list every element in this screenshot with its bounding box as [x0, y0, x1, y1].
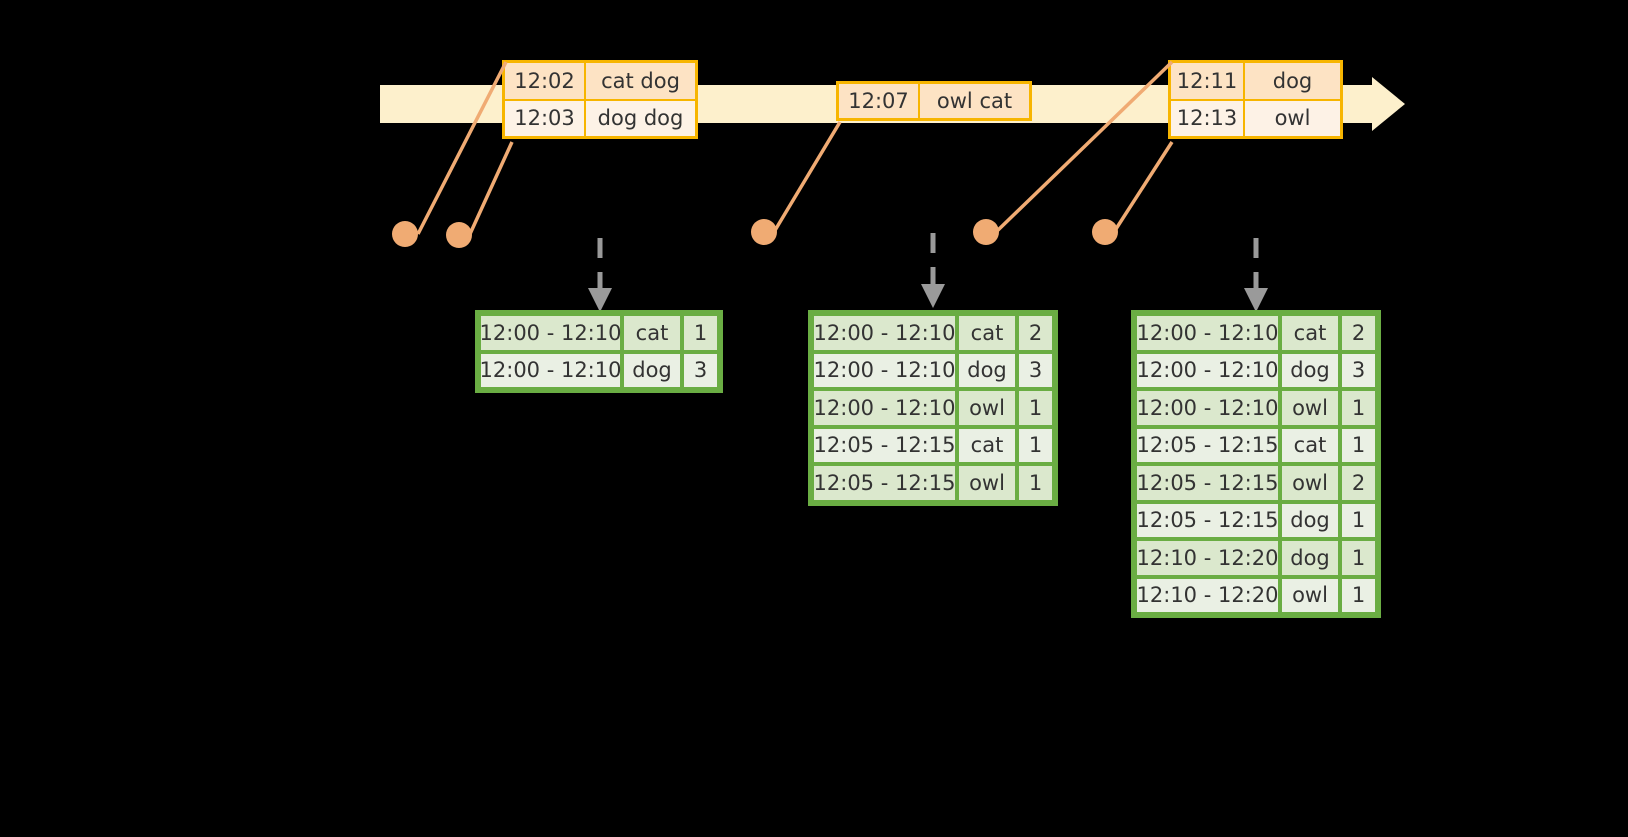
cell-window: 12:00 - 12:10 [479, 314, 622, 352]
event-box-group-2[interactable]: 12:07 owl cat [836, 81, 1032, 121]
event-row[interactable]: 12:07 owl cat [839, 84, 1029, 118]
cell-count: 1 [1340, 426, 1377, 464]
event-value: dog [1245, 63, 1340, 99]
connector-line-2 [468, 141, 514, 235]
cell-count: 1 [1017, 426, 1054, 464]
cell-window: 12:00 - 12:10 [1135, 314, 1280, 352]
event-value: owl [1245, 100, 1340, 136]
cell-count: 1 [1017, 464, 1054, 502]
cell-window: 12:00 - 12:10 [1135, 351, 1280, 389]
connector-line-3 [772, 121, 842, 233]
cell-key: owl [1280, 389, 1340, 427]
cell-window: 12:05 - 12:15 [1135, 464, 1280, 502]
event-box-group-3[interactable]: 12:11 dog 12:13 owl [1168, 60, 1343, 139]
cell-key: owl [957, 389, 1017, 427]
connector-dot-4[interactable] [973, 219, 999, 245]
connector-dot-2[interactable] [446, 222, 472, 248]
cell-count: 2 [1340, 314, 1377, 352]
cell-key: owl [1280, 576, 1340, 614]
cell-window: 12:00 - 12:10 [812, 389, 957, 427]
cell-key: cat [1280, 314, 1340, 352]
event-row[interactable]: 12:11 dog [1171, 63, 1340, 99]
event-row[interactable]: 12:02 cat dog [505, 63, 695, 99]
cell-key: dog [1280, 501, 1340, 539]
cell-count: 1 [1340, 539, 1377, 577]
cell-key: owl [1280, 464, 1340, 502]
cell-key: dog [957, 351, 1017, 389]
timeline-arrow-head [1372, 77, 1405, 131]
cell-window: 12:00 - 12:10 [1135, 389, 1280, 427]
cell-count: 1 [1017, 389, 1054, 427]
flow-arrow-head-1 [588, 288, 612, 312]
cell-count: 1 [1340, 501, 1377, 539]
cell-count: 1 [682, 314, 719, 352]
event-time: 12:02 [505, 63, 586, 99]
connector-dot-5[interactable] [1092, 219, 1118, 245]
cell-window: 12:05 - 12:15 [812, 464, 957, 502]
event-box-group-1[interactable]: 12:02 cat dog 12:03 dog dog [502, 60, 698, 139]
flow-arrow-head-2 [921, 284, 945, 308]
event-value: owl cat [920, 84, 1029, 118]
connector-dot-1[interactable] [392, 221, 418, 247]
cell-count: 2 [1017, 314, 1054, 352]
cell-window: 12:00 - 12:10 [812, 351, 957, 389]
event-value: dog dog [586, 100, 695, 136]
event-time: 12:07 [839, 84, 920, 118]
event-time: 12:13 [1171, 100, 1245, 136]
flow-arrow-head-3 [1244, 288, 1268, 312]
connector-dot-3[interactable] [751, 219, 777, 245]
cell-window: 12:00 - 12:10 [479, 351, 622, 389]
cell-key: dog [1280, 351, 1340, 389]
cell-count: 3 [682, 351, 719, 389]
connector-line-5 [1112, 141, 1174, 233]
event-time: 12:03 [505, 100, 586, 136]
cell-key: owl [957, 464, 1017, 502]
cell-window: 12:10 - 12:20 [1135, 576, 1280, 614]
cell-count: 2 [1340, 464, 1377, 502]
event-row[interactable]: 12:13 owl [1171, 98, 1340, 136]
cell-key: cat [957, 314, 1017, 352]
event-value: cat dog [586, 63, 695, 99]
event-time: 12:11 [1171, 63, 1245, 99]
cell-window: 12:05 - 12:15 [1135, 426, 1280, 464]
cell-window: 12:00 - 12:10 [812, 314, 957, 352]
event-row[interactable]: 12:03 dog dog [505, 98, 695, 136]
cell-key: dog [1280, 539, 1340, 577]
cell-window: 12:10 - 12:20 [1135, 539, 1280, 577]
cell-key: dog [622, 351, 682, 389]
cell-key: cat [957, 426, 1017, 464]
cell-window: 12:05 - 12:15 [812, 426, 957, 464]
cell-key: cat [622, 314, 682, 352]
cell-count: 3 [1340, 351, 1377, 389]
cell-window: 12:05 - 12:15 [1135, 501, 1280, 539]
cell-key: cat [1280, 426, 1340, 464]
cell-count: 3 [1017, 351, 1054, 389]
cell-count: 1 [1340, 389, 1377, 427]
cell-count: 1 [1340, 576, 1377, 614]
